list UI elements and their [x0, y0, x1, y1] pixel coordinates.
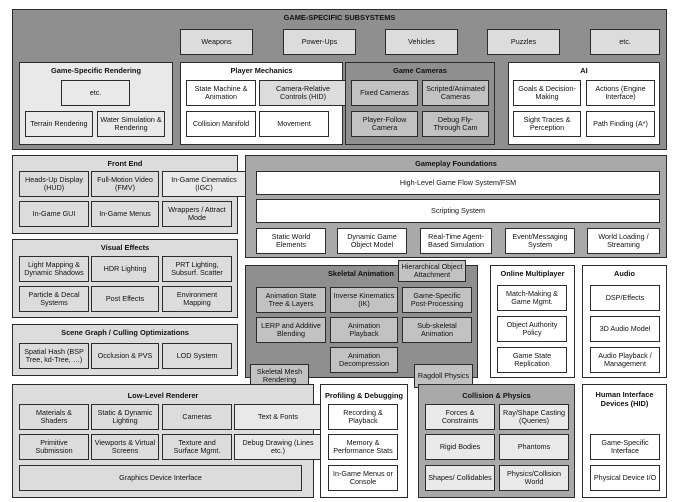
hid-title: Human Interface Devices (HID) [595, 390, 654, 408]
static-world-elements-box: Static World Elements [256, 228, 326, 254]
etc-box: etc. [590, 29, 660, 55]
post-effects-box: Post Effects [91, 286, 159, 312]
animation-state-tree-box: Animation State Tree & Layers [256, 287, 326, 313]
environment-mapping-box: Environment Mapping [162, 286, 232, 312]
sight-traces-perception-box: Sight Traces & Perception [513, 111, 581, 137]
prt-lighting-box: PRT Lighting, Subsurf. Scatter [162, 256, 232, 282]
viewports-virtual-screens-box: Viewports & Virtual Screens [91, 434, 159, 460]
debug-drawing-box: Debug Drawing (Lines etc.) [234, 434, 322, 460]
rigid-bodies-box: Rigid Bodies [425, 434, 495, 460]
game-flow-system-box: High-Level Game Flow System/FSM [256, 171, 660, 195]
debug-fly-through-cam-box: Debug Fly-Through Cam [422, 111, 489, 137]
scene-graph-title: Scene Graph / Culling Optimizations [61, 328, 189, 337]
game-cameras-title: Game Cameras [393, 66, 447, 75]
lod-system-box: LOD System [162, 343, 232, 369]
player-follow-camera-box: Player-Follow Camera [351, 111, 418, 137]
visual-effects-title: Visual Effects [100, 243, 150, 252]
camera-relative-controls-box: Camera-Relative Controls (HID) [259, 80, 347, 106]
fixed-cameras-box: Fixed Cameras [351, 80, 418, 106]
event-messaging-system-box: Event/Messaging System [505, 228, 575, 254]
hud-box: Heads-Up Display (HUD) [19, 171, 89, 197]
graphics-device-interface-box: Graphics Device Interface [19, 465, 302, 491]
skeletal-animation-title: Skeletal Animation [328, 269, 394, 278]
collision-physics-title: Collision & Physics [462, 391, 531, 400]
state-machine-animation-box: State Machine & Animation [186, 80, 256, 106]
scripted-cameras-box: Scripted/Animated Cameras [422, 80, 489, 106]
gameplay-foundations-title: Gameplay Foundations [415, 159, 497, 168]
water-simulation-box: Water Simulation & Rendering [97, 111, 165, 137]
physics-collision-world-box: Physics/Collision World [499, 465, 569, 491]
inverse-kinematics-box: Inverse Kinematics (IK) [330, 287, 398, 313]
phantoms-box: Phantoms [499, 434, 569, 460]
player-mechanics-title: Player Mechanics [230, 66, 293, 75]
in-game-menus-box: In-Game Menus [91, 201, 159, 227]
front-end-title: Front End [107, 159, 143, 168]
lerp-additive-blending-box: LERP and Additive Blending [256, 317, 326, 343]
static-dynamic-lighting-box: Static & Dynamic Lighting [91, 404, 159, 430]
online-multiplayer-title: Online Multiplayer [500, 269, 565, 278]
recording-playback-box: Recording & Playback [328, 404, 398, 430]
occlusion-pvs-box: Occlusion & PVS [91, 343, 159, 369]
scripting-system-box: Scripting System [256, 199, 660, 223]
shapes-collidables-box: Shapes/ Collidables [425, 465, 495, 491]
subsystems-title: GAME-SPECIFIC SUBSYSTEMS [283, 13, 396, 22]
puzzles-box: Puzzles [487, 29, 560, 55]
collision-manifold-box: Collision Manifold [186, 111, 256, 137]
materials-shaders-box: Materials & Shaders [19, 404, 89, 430]
game-specific-rendering-title: Game-Specific Rendering [51, 66, 141, 75]
in-game-menus-console-box: In-Game Menus or Console [328, 465, 398, 491]
hierarchical-object-attachment-box: Hierarchical Object Attachment [398, 260, 466, 282]
igc-box: In-Game Cinematics (IGC) [162, 171, 246, 197]
3d-audio-model-box: 3D Audio Model [590, 316, 660, 342]
dynamic-game-object-model-box: Dynamic Game Object Model [337, 228, 407, 254]
terrain-rendering-box: Terrain Rendering [25, 111, 93, 137]
fmv-box: Full-Motion Video (FMV) [91, 171, 159, 197]
text-fonts-box: Text & Fonts [234, 404, 322, 430]
low-level-renderer-title: Low-Level Renderer [127, 391, 199, 400]
path-finding-box: Path Finding (A*) [586, 111, 655, 137]
game-specific-post-processing-box: Game-Specific Post-Processing [402, 287, 472, 313]
hdr-lighting-box: HDR Lighting [91, 256, 159, 282]
match-making-box: Match-Making & Game Mgmt. [497, 285, 567, 311]
memory-performance-stats-box: Memory & Performance Stats [328, 434, 398, 460]
sub-skeletal-animation-box: Sub-skeletal Animation [402, 317, 472, 343]
dsp-effects-box: DSP/Effects [590, 285, 660, 311]
particle-decal-box: Particle & Decal Systems [19, 286, 89, 312]
world-loading-streaming-box: World Loading / Streaming [587, 228, 660, 254]
profiling-debugging-title: Profiling & Debugging [324, 391, 403, 400]
power-ups-box: Power-Ups [283, 29, 356, 55]
vehicles-box: Vehicles [385, 29, 458, 55]
movement-box: Movement [259, 111, 329, 137]
wrappers-attract-mode-box: Wrappers / Attract Mode [162, 201, 232, 227]
texture-surface-mgmt-box: Texture and Surface Mgmt. [162, 434, 232, 460]
light-mapping-box: Light Mapping & Dynamic Shadows [19, 256, 89, 282]
goals-decision-making-box: Goals & Decision-Making [513, 80, 581, 106]
primitive-submission-box: Primitive Submission [19, 434, 89, 460]
agent-based-simulation-box: Real-Time Agent-Based Simulation [420, 228, 492, 254]
object-authority-policy-box: Object Authority Policy [497, 316, 567, 342]
forces-constraints-box: Forces & Constraints [425, 404, 495, 430]
actions-engine-interface-box: Actions (Engine Interface) [586, 80, 655, 106]
in-game-gui-box: In-Game GUI [19, 201, 89, 227]
audio-title: Audio [614, 269, 635, 278]
ray-shape-casting-box: Ray/Shape Casting (Queries) [499, 404, 569, 430]
rendering-etc-box: etc. [61, 80, 130, 106]
game-state-replication-box: Game State Replication [497, 347, 567, 373]
ai-title: AI [580, 66, 588, 75]
audio-playback-box: Audio Playback / Management [590, 347, 660, 373]
game-specific-interface-box: Game-Specific Interface [590, 434, 660, 460]
animation-playback-box: Animation Playback [330, 317, 398, 343]
weapons-box: Weapons [180, 29, 253, 55]
physical-device-io-box: Physical Device I/O [590, 465, 660, 491]
cameras-box: Cameras [162, 404, 232, 430]
animation-decompression-box: Animation Decompression [330, 347, 398, 373]
spatial-hash-box: Spatial Hash (BSP Tree, kd-Tree, …) [19, 343, 89, 369]
